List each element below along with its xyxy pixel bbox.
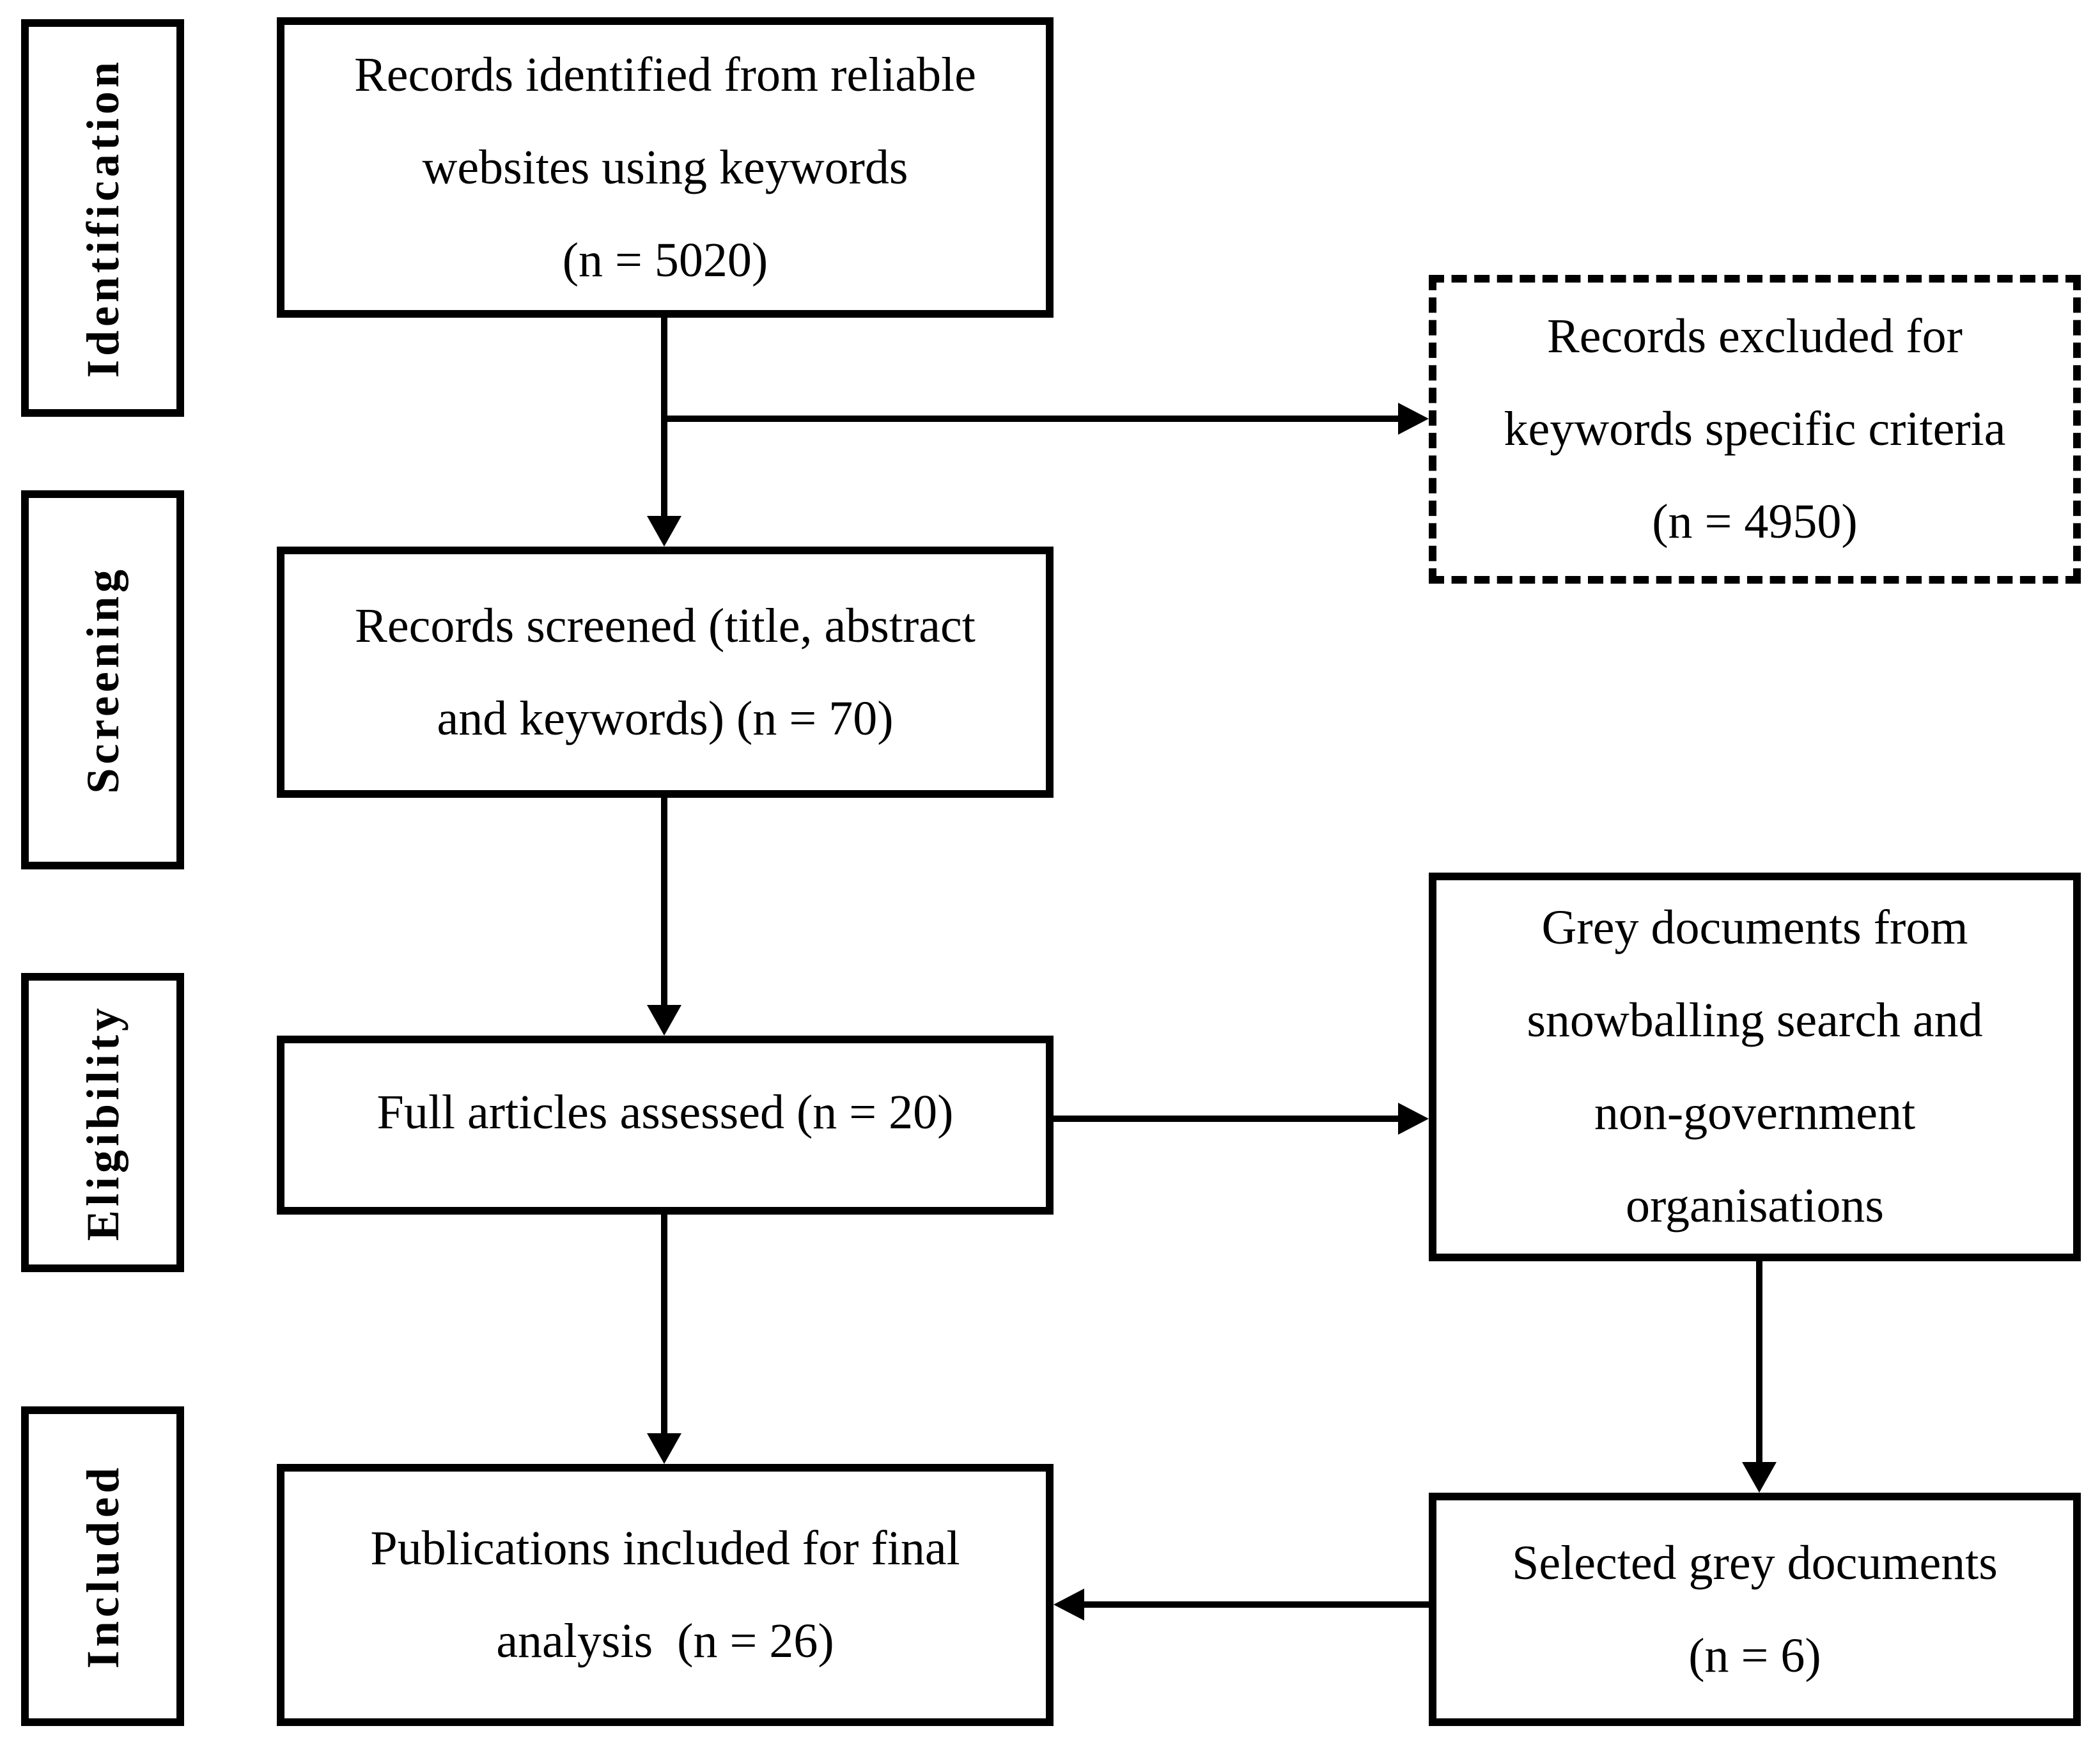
arrowhead-down-into-selected-icon bbox=[1742, 1462, 1777, 1493]
stage-included: Included bbox=[21, 1406, 184, 1726]
stage-eligibility-label: Eligibility bbox=[77, 1004, 128, 1241]
stage-identification-label: Identification bbox=[77, 58, 128, 378]
box-full-articles: Full articles assessed (n = 20) bbox=[277, 1036, 1054, 1215]
arrowhead-down-into-publications-icon bbox=[647, 1433, 681, 1464]
box-grey-documents: Grey documents from snowballing search a… bbox=[1429, 873, 2081, 1261]
box-publications-included: Publications included for final analysis… bbox=[277, 1464, 1054, 1726]
connector-identified-to-excluded bbox=[661, 416, 1398, 422]
arrowhead-right-into-excluded-icon bbox=[1398, 403, 1429, 435]
box-records-excluded-line: Records excluded for bbox=[1547, 309, 1963, 363]
box-full-articles-line: Full articles assessed (n = 20) bbox=[377, 1085, 954, 1139]
arrowhead-right-into-grey-documents-icon bbox=[1398, 1103, 1429, 1135]
box-records-identified: Records identified from reliable website… bbox=[277, 17, 1054, 318]
stage-screening: Screening bbox=[21, 490, 184, 869]
connector-selected-to-publications bbox=[1084, 1601, 1429, 1608]
stage-eligibility: Eligibility bbox=[21, 973, 184, 1272]
arrowhead-down-into-full-articles-icon bbox=[647, 1005, 681, 1036]
box-selected-grey: Selected grey documents (n = 6) bbox=[1429, 1493, 2081, 1726]
connector-full-articles-to-grey-documents bbox=[1054, 1116, 1398, 1122]
arrowhead-down-into-screened-icon bbox=[647, 516, 681, 547]
box-records-excluded-line: keywords specific criteria bbox=[1504, 402, 2006, 456]
arrowhead-left-into-publications-icon bbox=[1054, 1589, 1084, 1621]
box-records-identified-count: (n = 5020) bbox=[562, 233, 768, 287]
box-grey-documents-line: snowballing search and bbox=[1527, 993, 1983, 1047]
box-records-screened-line: and keywords) (n = 70) bbox=[437, 691, 894, 745]
connector-full-articles-to-publications bbox=[661, 1215, 667, 1433]
stage-included-label: Included bbox=[77, 1463, 128, 1669]
connector-grey-documents-to-selected bbox=[1756, 1261, 1762, 1462]
box-records-excluded: Records excluded for keywords specific c… bbox=[1429, 275, 2081, 584]
box-selected-grey-count: (n = 6) bbox=[1688, 1628, 1821, 1683]
box-grey-documents-line: non-government bbox=[1594, 1086, 1916, 1140]
stage-identification: Identification bbox=[21, 19, 184, 417]
connector-screened-to-full-articles bbox=[661, 798, 667, 1005]
box-publications-included-count: analysis (n = 26) bbox=[496, 1614, 834, 1668]
box-records-identified-line: websites using keywords bbox=[422, 140, 908, 194]
box-records-excluded-count: (n = 4950) bbox=[1652, 495, 1858, 548]
box-records-screened-line: Records screened (title, abstract bbox=[355, 598, 976, 653]
box-records-identified-line: Records identified from reliable bbox=[354, 47, 976, 102]
box-grey-documents-line: Grey documents from bbox=[1541, 901, 1968, 954]
stage-screening-label: Screening bbox=[77, 566, 128, 794]
box-grey-documents-line: organisations bbox=[1626, 1179, 1884, 1233]
box-records-screened: Records screened (title, abstract and ke… bbox=[277, 547, 1054, 798]
box-publications-included-line: Publications included for final bbox=[370, 1521, 960, 1575]
box-selected-grey-line: Selected grey documents bbox=[1512, 1536, 1998, 1590]
